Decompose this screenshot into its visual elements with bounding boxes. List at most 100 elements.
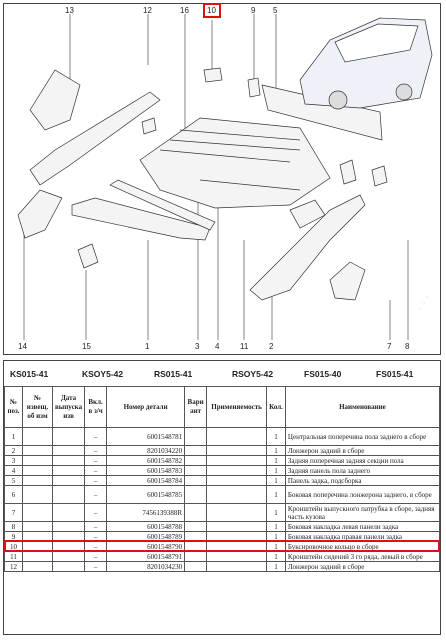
callout-15: 15 [82, 342, 91, 351]
row-notice [22, 503, 53, 522]
row-date [51, 561, 86, 572]
callout-2: 2 [269, 342, 274, 351]
row-applicability [206, 503, 268, 522]
row-qty: 1 [266, 503, 286, 522]
header-pos: № поз. [4, 386, 23, 428]
row-included: – [84, 455, 108, 466]
row-notice [22, 427, 53, 446]
row-included: – [84, 445, 108, 456]
row-pos: 5 [4, 475, 23, 486]
model-code: FS015-40 [304, 368, 342, 379]
row-applicability [206, 455, 268, 466]
model-code: RSOY5-42 [232, 368, 274, 379]
row-part-number: 8201034220 [106, 445, 186, 456]
row-qty: 1 [266, 561, 286, 572]
row-qty: 1 [266, 485, 286, 504]
row-pos: 7 [4, 503, 23, 522]
row-date [51, 503, 86, 522]
row-pos: 6 [4, 485, 23, 504]
row-name: Кронштейн сидений 3 го ряда, левый в сбо… [284, 551, 441, 562]
row-pos: 3 [4, 455, 23, 466]
row-included: – [84, 465, 108, 476]
callout-3: 3 [195, 342, 200, 351]
callout-13: 13 [65, 6, 74, 15]
row-applicability [206, 475, 268, 486]
callout-5: 5 [273, 6, 278, 15]
row-applicability [206, 427, 268, 446]
model-code: KSOY5-42 [82, 368, 124, 379]
row-name: Задняя поперечная задняя секции пола [284, 455, 441, 466]
row-qty: 1 [266, 427, 286, 446]
callout-14: 14 [18, 342, 27, 351]
header-qty: Кол. [266, 386, 286, 428]
row-variant [184, 561, 208, 572]
row-date [51, 521, 86, 532]
header-name: Наименование [284, 386, 441, 428]
row-date [51, 551, 86, 562]
row-notice [22, 521, 53, 532]
row-date [51, 485, 86, 504]
row-name: Лонжерон задний в сборе [284, 445, 441, 456]
row-part-number: 6001548783 [106, 465, 186, 476]
row-variant [184, 551, 208, 562]
callout-10[interactable]: 10 [207, 6, 216, 15]
row-included: – [84, 561, 108, 572]
callout-16: 16 [180, 6, 189, 15]
row-name: Кронштейн выпускного патрубка в сборе, з… [284, 503, 441, 522]
row-date [51, 445, 86, 456]
row-part-number: 6001548784 [106, 475, 186, 486]
row-notice [22, 475, 53, 486]
row-qty: 1 [266, 445, 286, 456]
row-pos: 2 [4, 445, 23, 456]
row-pos: 4 [4, 465, 23, 476]
model-code: FS015-41 [376, 368, 414, 379]
row-applicability [206, 551, 268, 562]
header-applicability: Применяемость [206, 386, 268, 428]
row-notice [22, 455, 53, 466]
row-notice [22, 485, 53, 504]
row-date [51, 475, 86, 486]
row-variant [184, 427, 208, 446]
header-part-number: Номер детали [106, 386, 186, 428]
row-applicability [206, 445, 268, 456]
row-name: Задняя панель пола заднего [284, 465, 441, 476]
row-applicability [206, 465, 268, 476]
callout-7: 7 [387, 342, 392, 351]
row-name: Лонжерон задний в сборе [284, 561, 441, 572]
row-notice [22, 561, 53, 572]
row-pos: 12 [4, 561, 23, 572]
row-pos: 11 [4, 551, 23, 562]
diagram-frame [3, 3, 441, 355]
callout-12: 12 [143, 6, 152, 15]
row-date [51, 455, 86, 466]
row-qty: 1 [266, 455, 286, 466]
row-pos: 8 [4, 521, 23, 532]
model-code: KS015-41 [10, 368, 49, 379]
row-name: Боковая накладка левая панели задка [284, 521, 441, 532]
table-header-row: № поз. № извещ. об изм Дата выпуска изв … [4, 386, 441, 428]
row-included: – [84, 551, 108, 562]
row-variant [184, 465, 208, 476]
row-applicability [206, 521, 268, 532]
row-included: – [84, 427, 108, 446]
row-notice [22, 465, 53, 476]
row-part-number: 6001548788 [106, 521, 186, 532]
row-variant [184, 521, 208, 532]
row-notice [22, 551, 53, 562]
model-code: RS015-41 [154, 368, 193, 379]
row-part-number: 6001548781 [106, 427, 186, 446]
header-included: Вкл. в з/ч [84, 386, 108, 428]
header-variant: Вари ант [184, 386, 208, 428]
selected-callout-box [203, 3, 221, 18]
